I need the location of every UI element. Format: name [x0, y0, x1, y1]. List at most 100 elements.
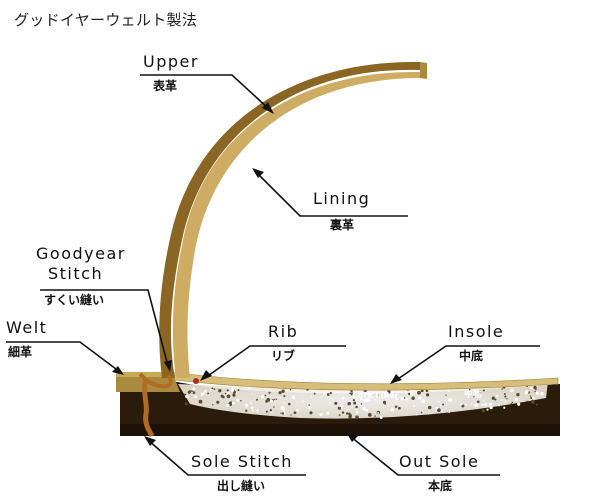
cork-speckle [440, 410, 443, 413]
cork-speckle [232, 393, 236, 397]
cork-speckle [355, 405, 358, 409]
cork-speckle [364, 398, 368, 402]
cork-speckle [183, 393, 187, 396]
cork-speckle [192, 391, 196, 394]
cork-speckle [503, 392, 506, 395]
cork-speckle [532, 396, 535, 400]
cork-speckle [261, 395, 264, 398]
cork-speckle [278, 391, 282, 395]
cork-speckle [250, 406, 254, 410]
cork-speckle [268, 391, 271, 394]
cork-speckle [470, 403, 473, 406]
cork-speckle [275, 398, 278, 401]
cork-speckle [418, 396, 422, 400]
cork-speckle [503, 406, 506, 409]
cork-speckle [501, 388, 503, 390]
cork-speckle [427, 412, 430, 415]
cork-speckle [256, 409, 259, 412]
cork-speckle [529, 395, 532, 397]
cork-speckle [486, 408, 489, 411]
cork-speckle [425, 389, 429, 393]
cork-speckle [349, 414, 352, 418]
label-goodyear-en2: Stitch [48, 264, 104, 283]
cork-speckle [371, 392, 374, 394]
cork-speckle [377, 393, 380, 396]
cork-speckle [524, 391, 528, 395]
cork-speckle [367, 413, 372, 417]
lining-leather [172, 71, 420, 378]
cork-speckle [405, 398, 408, 401]
label-rib-jp: リブ [271, 349, 296, 363]
label-sole-stitch-en: Sole Stitch [191, 452, 293, 471]
cork-speckle [302, 400, 304, 402]
cork-speckle [484, 403, 488, 407]
cork-speckle [251, 393, 253, 395]
cork-speckle [224, 392, 227, 395]
cork-speckle [355, 415, 359, 420]
cork-speckle [227, 392, 230, 395]
cork-speckle [411, 396, 415, 400]
cork-speckle [381, 395, 383, 398]
cork-speckle [387, 390, 391, 394]
cork-speckle [504, 400, 507, 403]
cork-speckle [385, 393, 389, 398]
cork-speckle [501, 399, 503, 401]
cork-speckle [202, 392, 205, 395]
cork-speckle [437, 400, 440, 403]
label-cork-filler-jp: 中物 [464, 390, 483, 400]
cork-speckle [496, 394, 499, 397]
cork-speckle [264, 394, 267, 397]
cork-speckle [494, 398, 497, 401]
outsole-edge [120, 424, 560, 436]
rib-dot [193, 378, 199, 384]
cork-speckle [359, 397, 363, 401]
cork-speckle [270, 411, 273, 414]
cork-speckle [334, 402, 337, 405]
cork-speckle [307, 406, 311, 409]
cork-speckle [326, 411, 330, 415]
goodyear-stitch-thread [138, 372, 173, 389]
cork-speckle [341, 411, 345, 414]
cork-speckle [240, 399, 242, 402]
cork-speckle [319, 413, 323, 417]
cork-speckle [483, 400, 485, 402]
cork-speckle [534, 390, 536, 393]
cork-speckle [326, 393, 330, 396]
cork-speckle [266, 398, 271, 402]
cork-speckle [464, 403, 467, 406]
cork-speckle [220, 394, 224, 398]
cork-speckle [353, 401, 357, 405]
cork-speckle [290, 414, 292, 416]
page-title: グッドイヤーウェルト製法 [14, 11, 198, 29]
cork-speckle [308, 404, 310, 406]
cork-speckle [191, 391, 193, 394]
cork-speckle [345, 412, 349, 415]
cork-speckle [437, 408, 441, 413]
cork-speckle [478, 390, 483, 395]
cork-speckle [310, 396, 313, 398]
cork-speckle [379, 416, 383, 419]
cork-speckle [192, 387, 196, 391]
cork-speckle [440, 404, 442, 407]
cork-speckle [394, 405, 398, 409]
sole-stitch-thread [142, 379, 155, 438]
label-sole-stitch-jp: 出し縫い [217, 479, 266, 493]
cork-speckle [296, 409, 299, 412]
cork-speckle [207, 392, 210, 395]
cork-speckle [255, 398, 259, 401]
cork-speckle [466, 392, 470, 395]
cork-speckle [511, 401, 514, 404]
label-upper-en: Upper [143, 52, 199, 71]
cork-speckle [482, 389, 485, 392]
cork-speckle [233, 390, 236, 394]
cork-speckle [356, 398, 358, 400]
cork-speckle [349, 392, 352, 395]
cork-speckle [269, 409, 273, 412]
cork-speckle [473, 396, 475, 398]
cork-speckle [367, 392, 372, 397]
cork-speckle [309, 411, 313, 415]
cork-speckle [198, 399, 203, 404]
welt-highlight [116, 372, 174, 377]
cork-speckle [420, 389, 424, 393]
